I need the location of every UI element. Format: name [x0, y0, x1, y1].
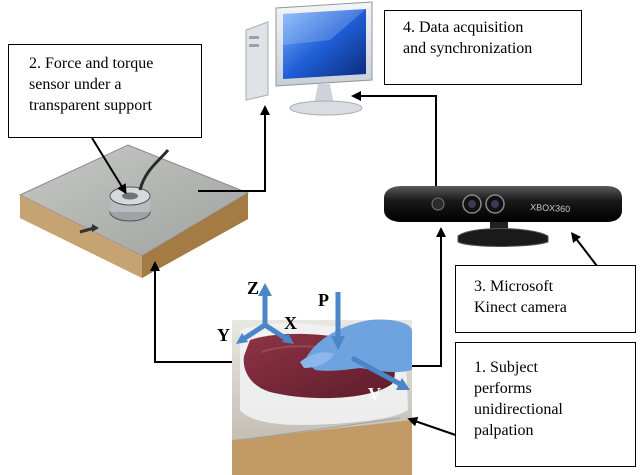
- step2-label-box: 2. Force and torque sensor under a trans…: [8, 44, 202, 138]
- arrow-sensor-to-computer: [198, 105, 270, 192]
- v-velocity-arrow: [350, 355, 402, 387]
- desktop-computer-icon: [245, 1, 373, 116]
- step1-line4: palpation: [474, 422, 534, 439]
- kinect-brand-text: XBOX360: [530, 202, 570, 214]
- flow-arrows: [91, 91, 598, 441]
- arrow-kinect-to-computer: [351, 91, 437, 186]
- arrow-subject-to-kinect: [412, 227, 446, 367]
- y-axis-arrow: [243, 322, 267, 341]
- z-axis-label: Z: [247, 278, 260, 298]
- step4-line1: 4. Data acquisition: [403, 19, 524, 36]
- kinect-camera-icon: XBOX360: [384, 186, 622, 247]
- step2-line3: transparent support: [29, 97, 153, 114]
- step2-line1: 2. Force and torque: [29, 55, 154, 72]
- step3-line1: 3. Microsoft: [474, 278, 554, 295]
- x-axis-arrow: [263, 322, 287, 341]
- step1-line3: unidirectional: [474, 401, 563, 418]
- arrow-subject-to-sensor: [150, 261, 232, 363]
- step3-line2: Kinect camera: [474, 299, 567, 316]
- v-velocity-label: V: [368, 384, 381, 404]
- palpation-photo-icon: [232, 319, 412, 475]
- step1-line1: 1. Subject: [474, 359, 538, 376]
- step1-label-box: 1. Subject performs unidirectional palpa…: [455, 342, 636, 467]
- pointer-step2: [91, 137, 127, 195]
- coordinate-axes: [236, 283, 410, 390]
- pointer-step3: [570, 232, 598, 267]
- step1-line2: performs: [474, 380, 532, 397]
- x-axis-label: X: [284, 313, 297, 333]
- step4-line2: and synchronization: [403, 40, 533, 57]
- p-force-label: P: [318, 290, 329, 310]
- step4-label-box: 4. Data acquisition and synchronization: [384, 10, 582, 85]
- force-sensor-plate-icon: [18, 144, 250, 278]
- step2-line2: sensor under a: [29, 76, 122, 93]
- step3-label-box: 3. Microsoft Kinect camera: [455, 265, 636, 333]
- y-axis-label: Y: [217, 325, 230, 345]
